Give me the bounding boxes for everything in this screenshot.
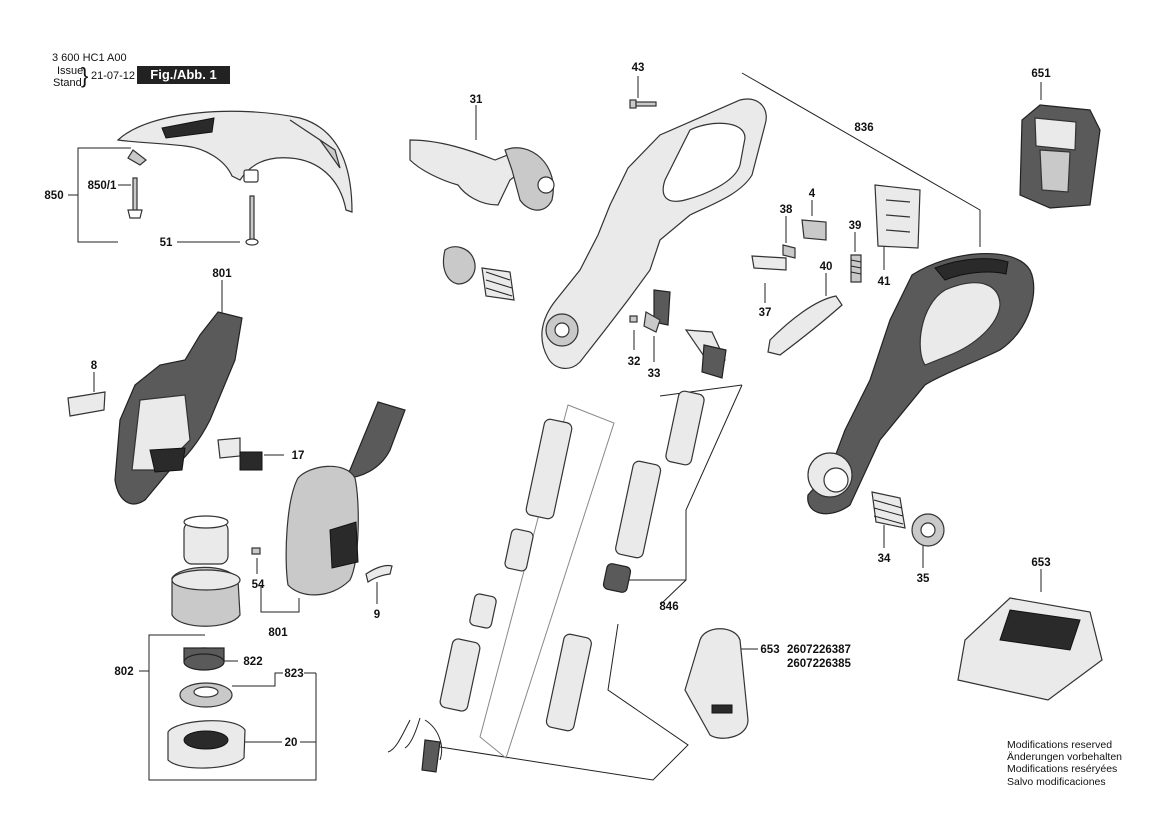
switch-parts: [751, 184, 921, 356]
part-label-43: 43: [632, 62, 645, 74]
part-label-54: 54: [252, 579, 265, 591]
spool-spring-part: [183, 647, 225, 671]
part-label-822: 822: [243, 656, 262, 668]
part-label-33: 33: [648, 368, 661, 380]
front-housing-part: [285, 401, 406, 596]
part-label-801-bottom: 801: [268, 627, 288, 639]
charger-part: [957, 597, 1103, 701]
part-label-846: 846: [659, 601, 678, 613]
part-label-836: 836: [854, 122, 873, 134]
part-label-20: 20: [285, 737, 298, 749]
part-label-31: 31: [470, 94, 483, 106]
leader-lines: [68, 72, 1042, 781]
part-label-4: 4: [809, 188, 816, 200]
guard-cover-part: [116, 110, 353, 213]
part-label-8: 8: [91, 360, 98, 372]
lock-lever-part: [629, 289, 671, 333]
part-label-850: 850: [44, 190, 63, 202]
part-label-651: 651: [1031, 68, 1051, 80]
spool-cover-part: [167, 720, 246, 769]
battery-pack-part: [1019, 104, 1101, 209]
article-code-2: 2607226385: [787, 658, 852, 670]
figure-badge: Fig./Abb. 1: [137, 66, 230, 84]
part-label-823: 823: [284, 668, 303, 680]
notice-line-fr: Modifications reséryées: [1007, 763, 1118, 776]
auxiliary-handle-part: [409, 139, 555, 211]
part-label-653-bag: 653: [760, 644, 779, 656]
brace-symbol: }: [81, 63, 89, 88]
part-label-850-1: 850/1: [88, 180, 117, 192]
tool-bag-part: [684, 628, 749, 739]
screw-43-part: [629, 99, 657, 109]
part-label-34: 34: [878, 553, 891, 565]
telescopic-tube-part: [439, 329, 727, 732]
part-labels: 43 31 836 651 850 850/1 51 4 38 39 41 40…: [44, 62, 1051, 749]
part-label-39: 39: [849, 220, 862, 232]
issue-date: 21-07-12: [91, 70, 136, 82]
knob-spring-part: [871, 491, 945, 547]
motor-part: [171, 515, 241, 627]
screw-part: [127, 149, 259, 246]
part-label-17: 17: [292, 450, 305, 462]
strip-9-part: [365, 564, 393, 583]
upper-handle-part: [541, 98, 767, 369]
notice-line-de: Änderungen vorbehalten: [1007, 751, 1123, 764]
label-sticker-part: [67, 391, 106, 417]
stand-label: Stand: [53, 77, 82, 89]
notice-line-en: Modifications reserved: [1007, 739, 1113, 751]
part-label-35: 35: [917, 573, 930, 585]
notice-line-es: Salvo modificaciones: [1007, 775, 1106, 788]
part-label-9: 9: [374, 609, 380, 621]
motor-housing-part: [114, 311, 243, 505]
part-label-41: 41: [878, 276, 891, 288]
part-label-801-top: 801: [212, 268, 232, 280]
clip-part: [217, 437, 263, 471]
small-clip-54-part: [251, 547, 261, 555]
spool-part: [179, 682, 233, 708]
part-label-32: 32: [628, 356, 641, 368]
article-code-1: 2607226387: [787, 644, 851, 656]
lower-handle-part: [807, 253, 1035, 515]
part-label-51: 51: [160, 237, 173, 249]
part-label-40: 40: [820, 261, 833, 273]
issue-label: Issue: [57, 65, 84, 77]
part-label-653-charger: 653: [1031, 557, 1050, 569]
spring-knob-part: [442, 246, 515, 301]
wire-connector-part: [387, 717, 443, 773]
document-number: 3 600 HC1 A00: [52, 52, 127, 64]
part-label-38: 38: [780, 204, 793, 216]
part-label-802: 802: [114, 666, 133, 678]
part-label-37: 37: [759, 307, 772, 319]
modifications-notice: Modifications reserved Änderungen vorbeh…: [1007, 739, 1122, 788]
